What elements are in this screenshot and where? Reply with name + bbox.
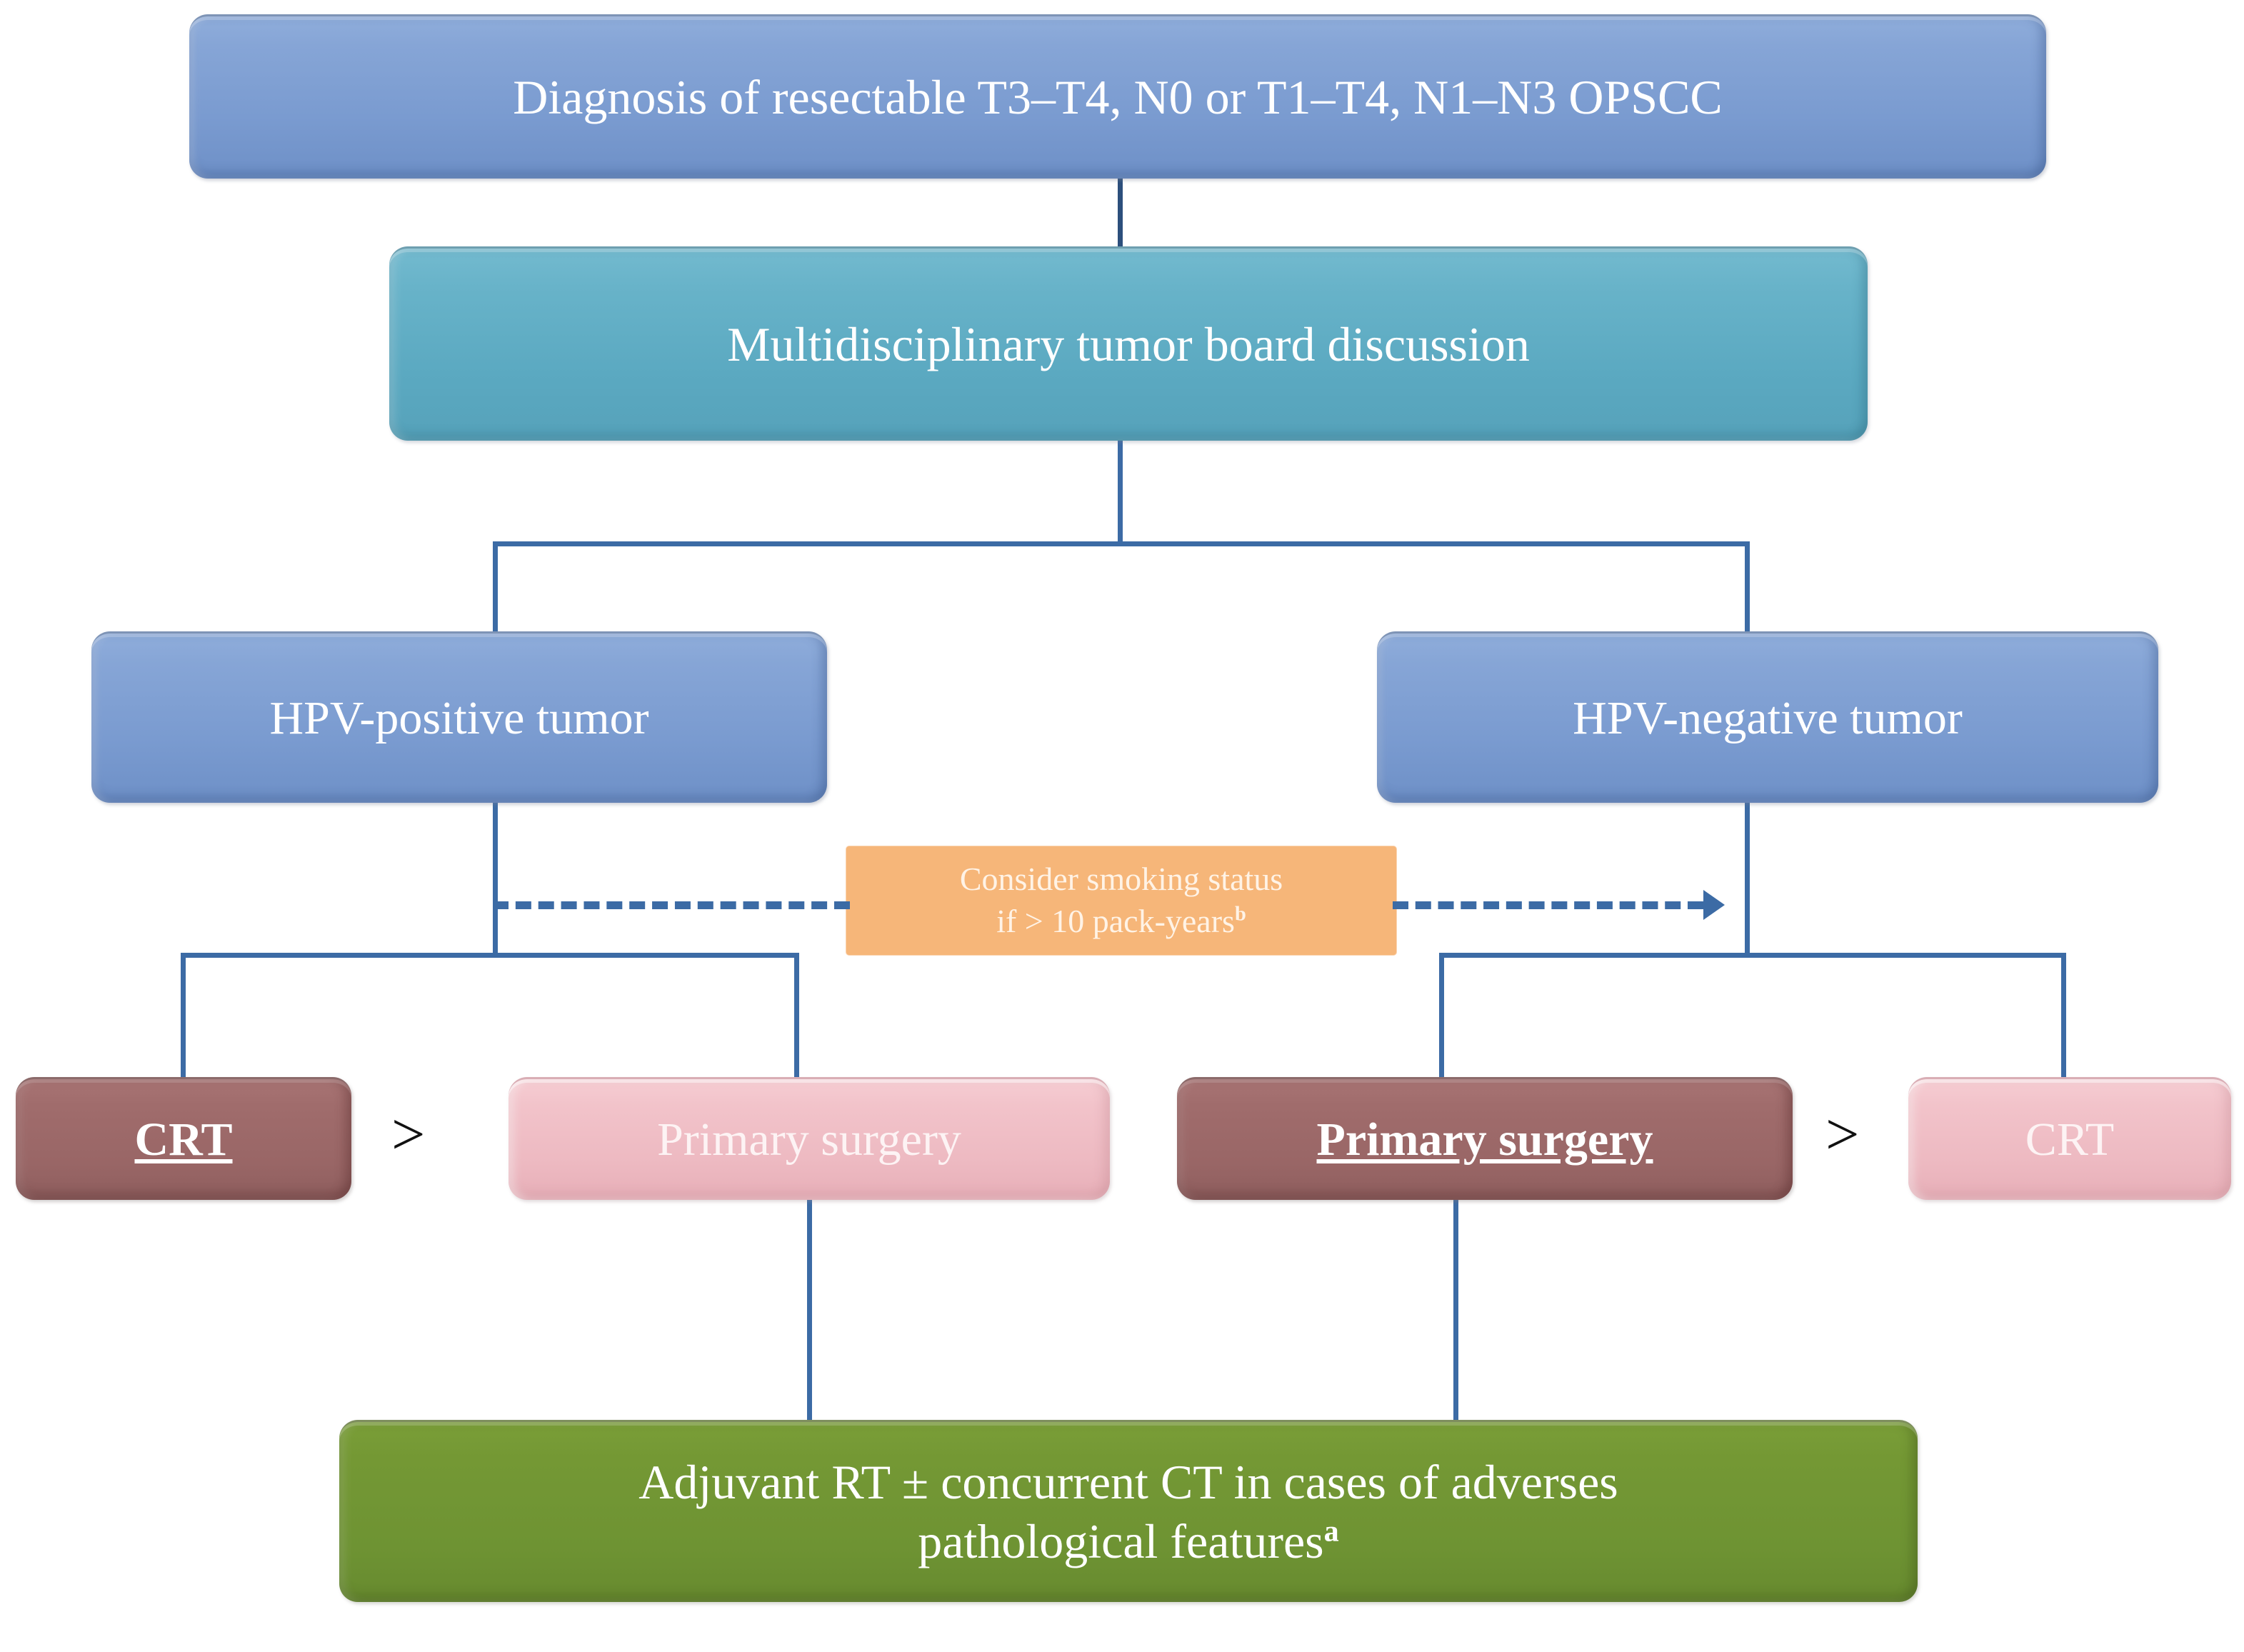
node-hpv-positive-label: HPV-positive tumor [269, 691, 649, 744]
connector-board-down [1118, 437, 1123, 546]
node-left-primary-treatment[interactable]: CRT [16, 1077, 351, 1200]
node-adjuvant-therapy[interactable]: Adjuvant RT ± concurrent CT in cases of … [339, 1420, 1918, 1602]
node-right-secondary-treatment[interactable]: CRT [1908, 1077, 2231, 1200]
node-adjuvant-therapy-line1: Adjuvant RT ± concurrent CT in cases of … [638, 1455, 1618, 1510]
node-diagnosis-label: Diagnosis of resectable T3–T4, N0 or T1–… [513, 70, 1723, 125]
node-tumor-board[interactable]: Multidisciplinary tumor board discussion [389, 246, 1868, 441]
node-right-primary-treatment[interactable]: Primary surgery [1177, 1077, 1793, 1200]
connector-right-branch-to-primary-surgery [1439, 953, 1444, 1096]
connector-board-split-bar [493, 541, 1750, 546]
connector-split-to-hpv-negative [1745, 541, 1750, 634]
connector-hpv-positive-down [493, 800, 498, 957]
node-hpv-negative[interactable]: HPV-negative tumor [1377, 631, 2158, 803]
connector-primary-surgery-left-to-adjuvant [807, 1197, 812, 1427]
node-diagnosis[interactable]: Diagnosis of resectable T3–T4, N0 or T1–… [189, 14, 2046, 179]
node-smoking-status[interactable]: Consider smoking status if > 10 pack-yea… [846, 846, 1396, 955]
node-adjuvant-therapy-superscript: a [1323, 1514, 1339, 1548]
node-right-secondary-treatment-label: CRT [2025, 1113, 2115, 1166]
connector-smoking-left-dashed [493, 901, 850, 909]
node-left-primary-treatment-label: CRT [134, 1113, 233, 1166]
node-left-secondary-treatment-label: Primary surgery [657, 1113, 961, 1166]
node-tumor-board-label: Multidisciplinary tumor board discussion [727, 317, 1530, 372]
node-adjuvant-therapy-line2: pathological featuresa [918, 1514, 1339, 1568]
connector-left-branch-bar [181, 953, 799, 958]
node-hpv-negative-label: HPV-negative tumor [1573, 691, 1963, 744]
node-right-primary-treatment-label: Primary surgery [1316, 1113, 1653, 1166]
preference-symbol-right: > [1825, 1101, 1860, 1168]
node-left-secondary-treatment[interactable]: Primary surgery [509, 1077, 1110, 1200]
connector-left-branch-to-crt [181, 953, 186, 1096]
connector-diagnosis-to-board [1118, 176, 1123, 254]
connector-right-branch-to-crt [2061, 953, 2066, 1096]
node-smoking-status-line1: Consider smoking status [959, 861, 1283, 898]
connector-right-branch-bar [1439, 953, 2066, 958]
connector-hpv-negative-down [1745, 800, 1750, 957]
connector-split-to-hpv-positive [493, 541, 498, 634]
preference-symbol-left: > [391, 1101, 426, 1168]
connector-smoking-right-dashed [1393, 901, 1703, 909]
connector-primary-surgery-right-to-adjuvant [1453, 1197, 1458, 1427]
node-hpv-positive[interactable]: HPV-positive tumor [91, 631, 827, 803]
node-smoking-status-superscript: b [1234, 903, 1246, 926]
connector-smoking-arrowhead-icon [1703, 890, 1725, 920]
connector-left-branch-to-primary-surgery [794, 953, 799, 1096]
node-smoking-status-line2: if > 10 pack-yearsb [996, 903, 1246, 939]
